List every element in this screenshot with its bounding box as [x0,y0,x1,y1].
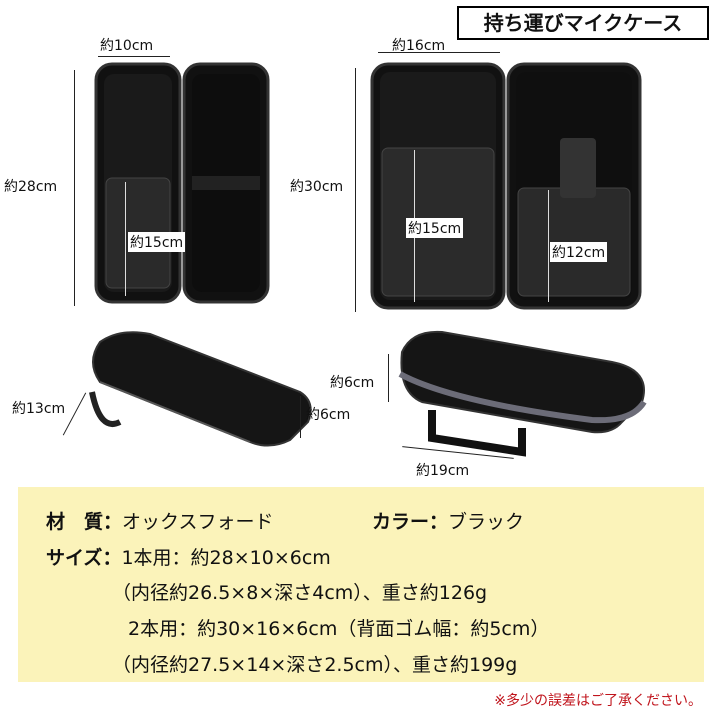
case2-pocket1-label: 約15cm [406,218,464,238]
case1-pocket-line [125,182,126,296]
size-line3-row: 2本用：約30×16×6cm（背面ゴム幅：約5cm） [128,618,550,640]
disclaimer-note: ※多少の誤差はご了承ください。 [494,693,702,709]
material-colon: ： [103,511,123,533]
material-value: オックスフォード [122,511,274,533]
case1-pocket-label: 約15cm [128,232,186,252]
size-line2-row: （内径約26.5×8×深さ4cm）、重さ約126g [112,582,488,604]
case1-depth-right-line [300,396,301,438]
case2-pocket2-label: 約12cm [550,242,608,262]
case1-width-label: 約10cm [100,38,154,54]
open-case-single-photo [94,62,270,304]
case2-height-line [355,68,356,312]
spec-color-row: カラー：ブラック [372,507,524,534]
color-label: カラー [372,511,430,533]
closed-case-double-photo [398,330,647,457]
case2-height-label: 約30cm [288,176,346,196]
closed-case-single-photo [89,331,312,447]
case2-depth-line [388,354,389,402]
case1-width-line [98,56,170,57]
spec-panel [18,487,704,682]
case2-width-label: 約16cm [392,38,446,54]
color-colon: ： [429,511,449,533]
spec-size-row: サイズ：1本用：約28×10×6cm [46,543,331,570]
case1-depth-left-label: 約13cm [12,401,66,417]
material-label: 材 質 [46,511,104,533]
size-line1: 1本用：約28×10×6cm [121,547,331,569]
size-colon: ： [102,547,122,569]
case1-height-line [74,70,75,306]
case2-depth-label: 約6cm [330,375,375,391]
page-title: 持ち運びマイクケース [457,6,709,40]
color-value: ブラック [448,511,525,533]
case2-width-line [378,52,500,53]
open-case-double-photo [370,62,642,310]
size-label: サイズ [46,547,103,569]
case1-height-label: 約28cm [2,176,60,196]
spec-material-row: 材 質：オックスフォード [46,507,273,534]
case2-pocket2-line [548,190,549,302]
case1-depth-right-label: 約6cm [306,407,351,423]
case2-length-label: 約19cm [416,463,470,479]
size-line4-row: （内径約27.5×14×深さ2.5cm）、重さ約199g [112,654,518,676]
